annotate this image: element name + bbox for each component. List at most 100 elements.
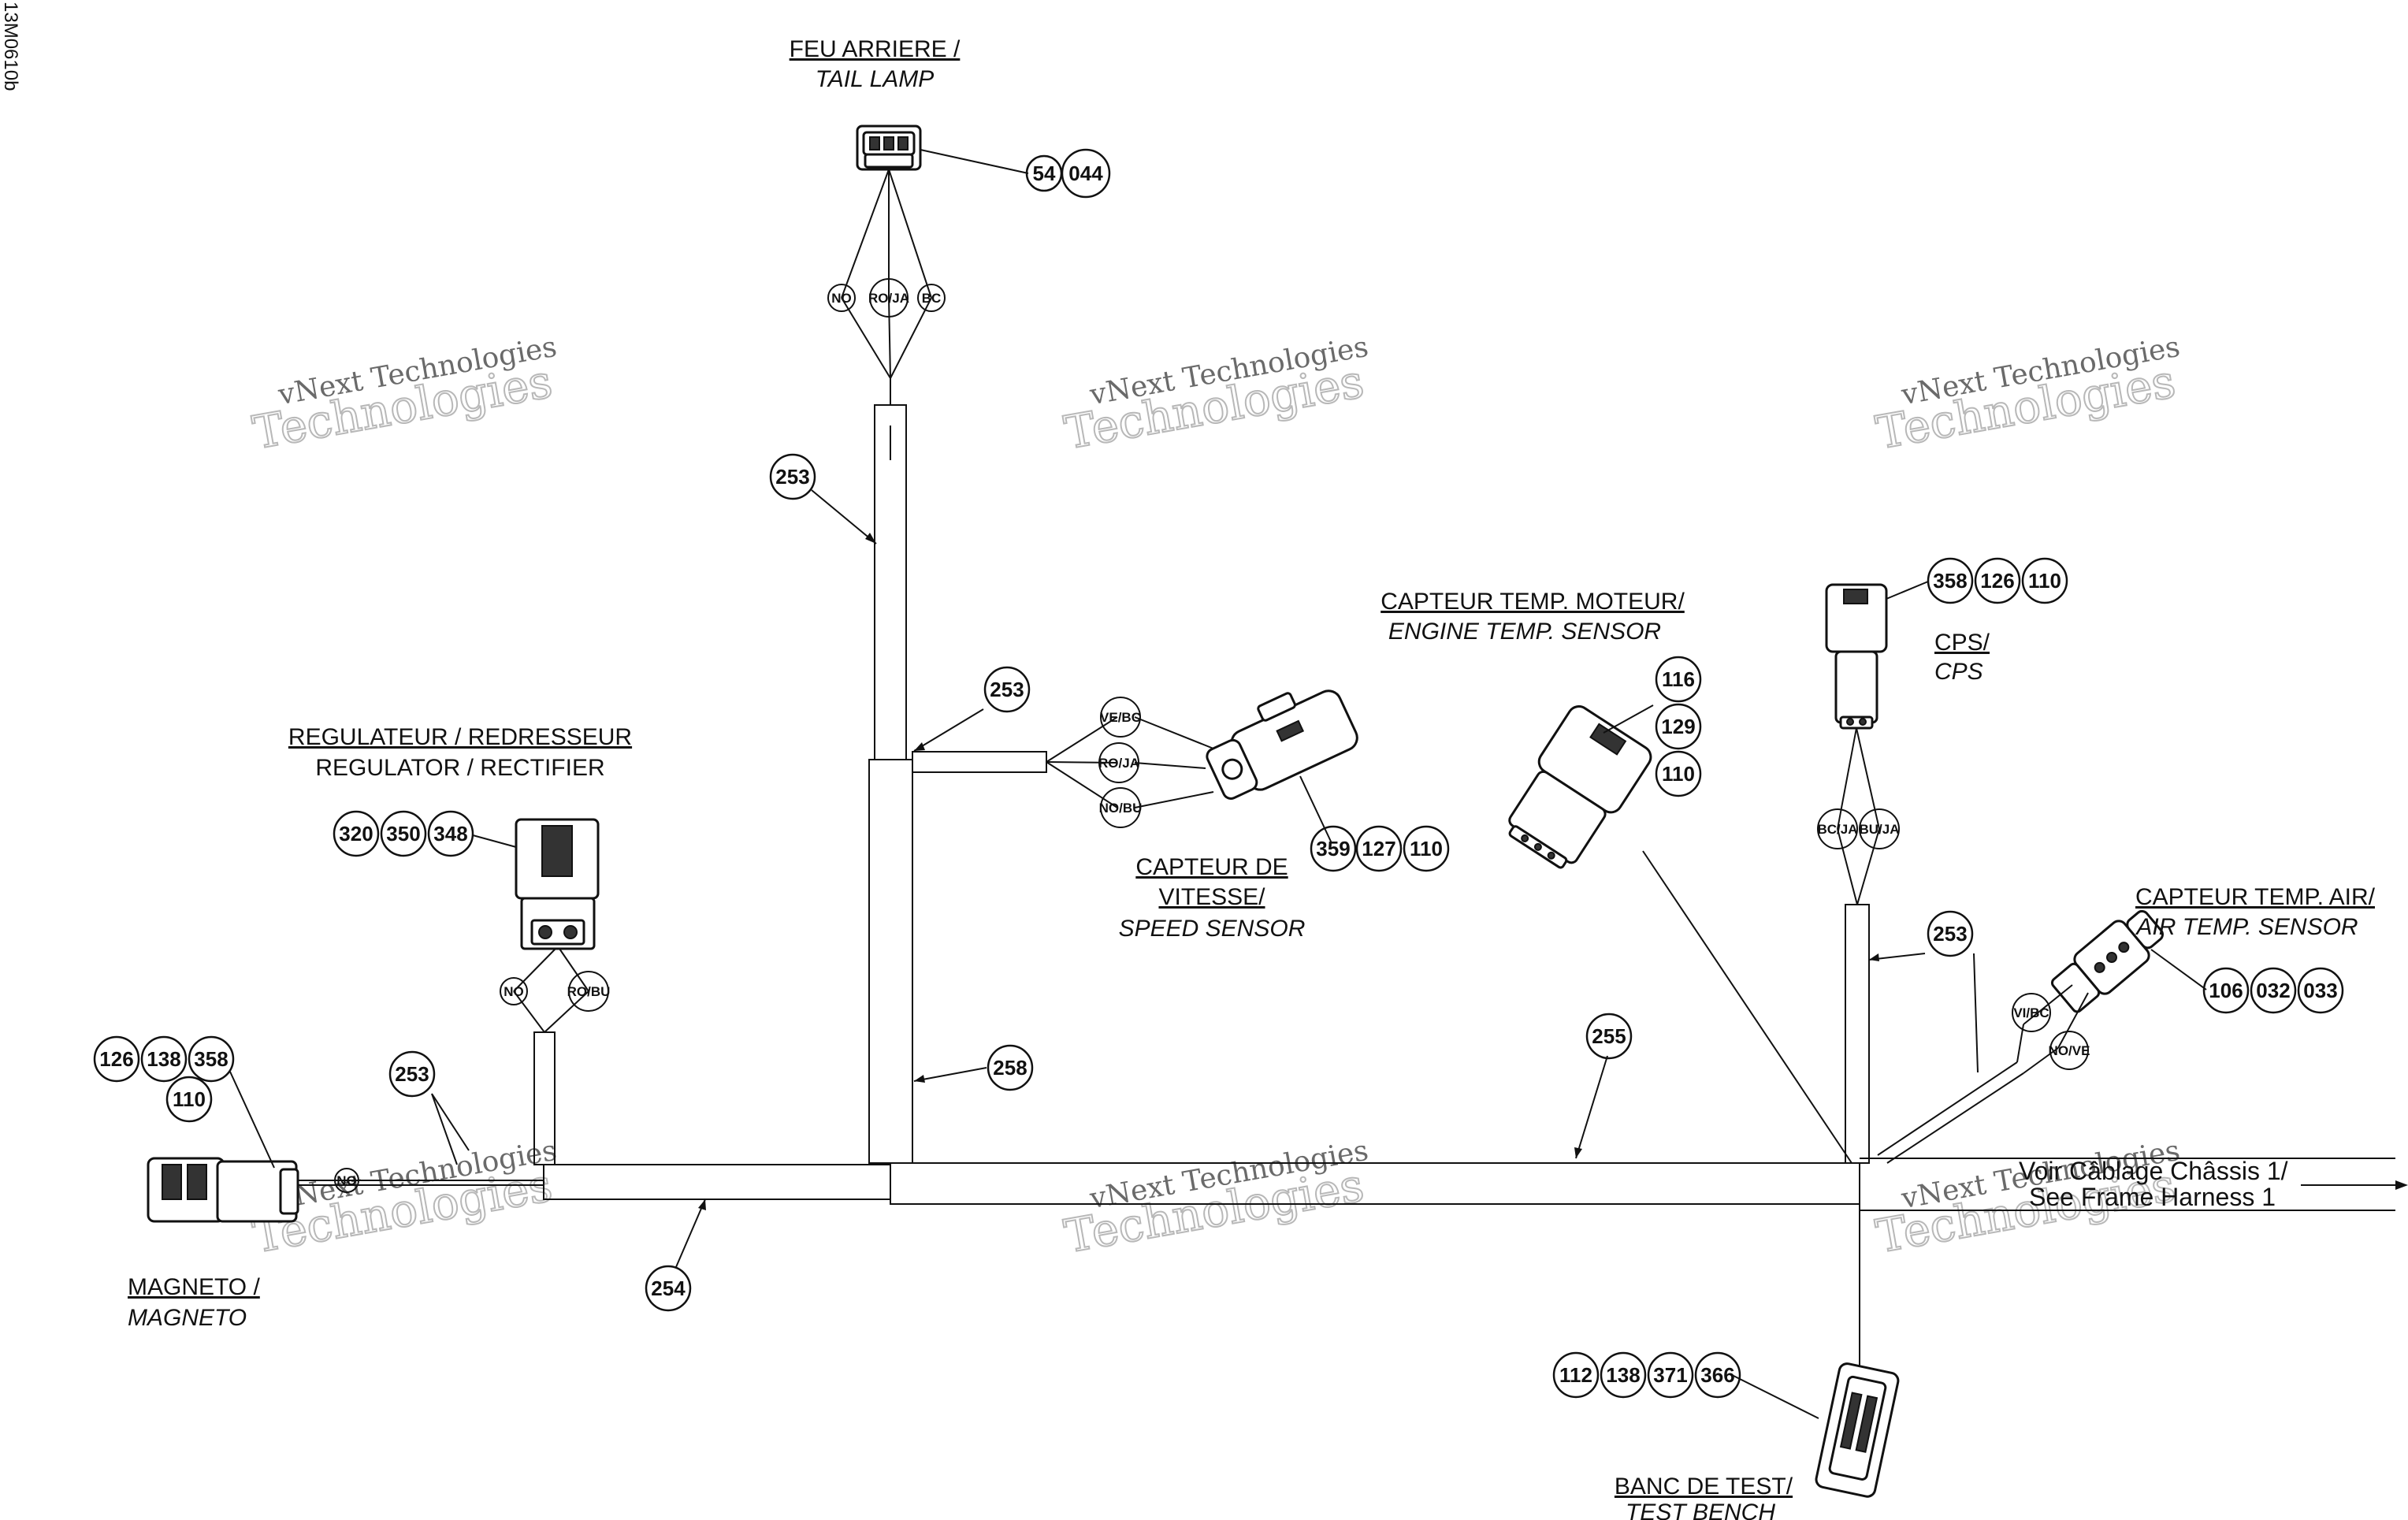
- wire-tag: BU/JA: [1859, 808, 1900, 849]
- svg-text:110: 110: [1662, 762, 1695, 786]
- reference-bubble: 106: [2202, 967, 2250, 1014]
- regulator-rectifier-connector[interactable]: [515, 818, 600, 950]
- reference-bubble: 254: [645, 1265, 692, 1312]
- svg-text:253: 253: [990, 678, 1024, 701]
- svg-text:254: 254: [651, 1277, 686, 1300]
- reference-bubble: 116: [1655, 656, 1702, 703]
- svg-text:253: 253: [1933, 922, 1967, 946]
- drawing-id: 13M0610b: [0, 2, 21, 91]
- svg-text:NO: NO: [336, 1173, 357, 1188]
- svg-text:138: 138: [1606, 1363, 1640, 1387]
- magneto-connector[interactable]: [147, 1157, 299, 1223]
- wire-tag: NO: [334, 1168, 359, 1193]
- magneto-label-en: MAGNETO: [128, 1305, 247, 1331]
- tail-lamp-connector[interactable]: [856, 124, 922, 171]
- engine-temp-label-fr: CAPTEUR TEMP. MOTEUR/: [1381, 589, 1685, 615]
- reference-bubble: 032: [2250, 967, 2297, 1014]
- arrow-right-icon: [2395, 1180, 2408, 1190]
- svg-text:127: 127: [1362, 837, 1395, 860]
- reference-bubble: 253: [983, 666, 1031, 713]
- reference-bubble: 359: [1310, 825, 1357, 872]
- svg-text:358: 358: [194, 1047, 228, 1071]
- svg-text:253: 253: [395, 1062, 429, 1086]
- wire-tag: BC/JA: [1817, 808, 1858, 849]
- wire-tag: NO/BU: [1099, 787, 1142, 828]
- reference-bubble: 129: [1655, 703, 1702, 750]
- svg-text:359: 359: [1316, 837, 1350, 860]
- reference-bubble: 358: [1927, 557, 1974, 604]
- magneto-label-fr: MAGNETO /: [128, 1274, 260, 1300]
- svg-text:BU/JA: BU/JA: [1859, 822, 1899, 837]
- regulator-label-fr: REGULATEUR / REDRESSEUR: [288, 724, 632, 750]
- reference-bubble: 358: [188, 1035, 235, 1083]
- air-temp-sensor-connector[interactable]: [2047, 902, 2170, 1016]
- svg-text:VE/BC: VE/BC: [1100, 710, 1141, 725]
- tail-lamp-label-fr: FEU ARRIERE /: [790, 36, 961, 62]
- svg-text:RO/BU: RO/BU: [567, 984, 611, 999]
- speed-sensor-connector[interactable]: [1196, 674, 1361, 805]
- test-bench-connector[interactable]: [1815, 1362, 1900, 1498]
- reference-bubble: 126: [1974, 557, 2021, 604]
- svg-text:NO/VE: NO/VE: [2049, 1043, 2090, 1058]
- speed-sensor-label-fr1: CAPTEUR DE: [1135, 854, 1288, 880]
- svg-text:253: 253: [775, 465, 809, 489]
- reference-bubble: 127: [1355, 825, 1403, 872]
- reference-bubble: 110: [1403, 825, 1450, 872]
- svg-text:320: 320: [339, 822, 373, 845]
- reference-bubble: 253: [1927, 910, 1974, 957]
- watermark: vNext Technologies Technologies vNext Te…: [248, 331, 2183, 1265]
- svg-text:BC/JA: BC/JA: [1817, 822, 1857, 837]
- svg-text:033: 033: [2303, 979, 2337, 1002]
- wire-tag: NO: [500, 977, 528, 1005]
- speed-sensor-label-en: SPEED SENSOR: [1119, 916, 1306, 942]
- svg-text:RO/JA: RO/JA: [1098, 756, 1139, 771]
- wire-tag: RO/JA: [1098, 742, 1139, 783]
- regulator-label-en: REGULATOR / RECTIFIER: [315, 755, 604, 781]
- svg-text:54: 54: [1033, 162, 1056, 185]
- reference-bubble: 112: [1552, 1351, 1600, 1399]
- reference-bubble: 138: [1600, 1351, 1647, 1399]
- reference-bubble: 253: [769, 453, 816, 500]
- svg-text:126: 126: [1980, 569, 2014, 593]
- see-frame-harness-en: See Frame Harness 1: [2029, 1183, 2276, 1211]
- wire-tag: NO: [827, 284, 856, 312]
- svg-text:126: 126: [99, 1047, 133, 1071]
- cps-label-en: CPS: [1934, 659, 1983, 685]
- svg-text:116: 116: [1662, 667, 1695, 691]
- svg-text:371: 371: [1653, 1363, 1687, 1387]
- reference-bubble: 258: [987, 1044, 1034, 1091]
- svg-text:138: 138: [147, 1047, 180, 1071]
- svg-text:129: 129: [1661, 715, 1695, 738]
- svg-text:358: 358: [1933, 569, 1967, 593]
- wire-tag: VE/BC: [1100, 697, 1141, 738]
- reference-bubble: 033: [2297, 967, 2344, 1014]
- wire-tag: NO/VE: [2049, 1031, 2090, 1070]
- svg-text:348: 348: [433, 822, 467, 845]
- svg-text:110: 110: [173, 1087, 206, 1111]
- wire-tag: RO/JA: [868, 278, 909, 318]
- reference-bubble: 350: [380, 810, 427, 857]
- reference-bubble: 54: [1025, 154, 1063, 192]
- reference-bubble: 110: [165, 1076, 213, 1123]
- engine-temp-sensor-connector[interactable]: [1496, 702, 1655, 877]
- reference-bubble: 110: [2021, 557, 2068, 604]
- reference-bubble: 044: [1061, 148, 1111, 199]
- reference-bubble: 255: [1585, 1013, 1633, 1060]
- reference-bubble: 371: [1647, 1351, 1694, 1399]
- test-bench-label-en: TEST BENCH: [1626, 1500, 1775, 1520]
- wire-tag: RO/BU: [567, 971, 611, 1012]
- reference-bubble: 126: [93, 1035, 140, 1083]
- reference-bubble: 110: [1655, 750, 1702, 797]
- svg-text:258: 258: [993, 1056, 1027, 1080]
- test-bench-label-fr: BANC DE TEST/: [1615, 1474, 1793, 1500]
- engine-temp-label-en: ENGINE TEMP. SENSOR: [1388, 619, 1661, 645]
- svg-text:VI/BC: VI/BC: [2013, 1005, 2049, 1020]
- wire-tag: BC: [917, 284, 946, 312]
- svg-text:032: 032: [2256, 979, 2290, 1002]
- reference-bubble: 366: [1694, 1351, 1741, 1399]
- svg-text:350: 350: [386, 822, 420, 845]
- svg-text:112: 112: [1559, 1363, 1592, 1387]
- cps-connector[interactable]: [1825, 583, 1888, 730]
- svg-text:110: 110: [1410, 837, 1443, 860]
